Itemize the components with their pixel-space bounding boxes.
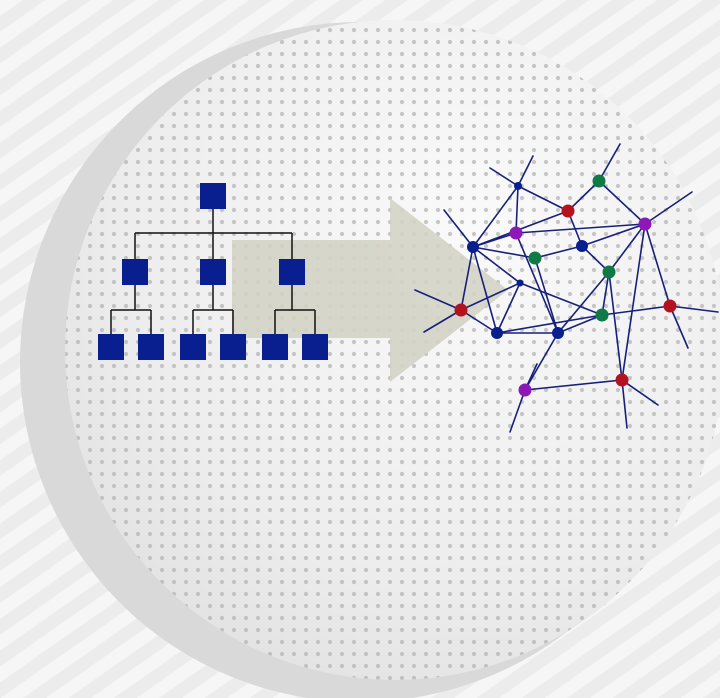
network-node-red: [454, 303, 468, 317]
network-edge: [608, 271, 623, 381]
tree-leaf-node: [220, 334, 246, 360]
network-edge: [472, 246, 536, 259]
network-edge-dangling: [669, 305, 689, 349]
network-edge: [644, 223, 671, 307]
network-edge-dangling: [621, 379, 659, 406]
network-node-purple: [638, 217, 652, 231]
network-edge: [621, 223, 646, 381]
network-node-navy: [576, 240, 588, 252]
network-edge: [519, 282, 603, 316]
tree-middle-node: [279, 259, 305, 285]
network-node-red: [663, 299, 677, 313]
network-node-navy: [491, 327, 503, 339]
network-edge: [460, 309, 498, 334]
network-edge-dangling: [621, 379, 628, 429]
network-node-navy: [514, 182, 522, 190]
network-edge: [515, 232, 559, 334]
network-edge: [496, 282, 521, 334]
network-edge: [515, 185, 519, 234]
network-edge: [496, 314, 603, 334]
network-edge: [472, 185, 519, 248]
network-edge: [601, 305, 671, 316]
network-node-red: [615, 373, 629, 387]
network-node-green: [528, 251, 542, 265]
network-edge: [581, 223, 646, 247]
network-edge: [608, 223, 646, 273]
network-edge-dangling: [489, 167, 519, 187]
tree-middle-node: [200, 259, 226, 285]
network-node-navy: [552, 327, 564, 339]
network-edge: [567, 180, 600, 212]
network-edge: [524, 379, 623, 391]
network-edge: [534, 257, 559, 334]
tree-leaf-node: [302, 334, 328, 360]
tree-middle-node: [122, 259, 148, 285]
network-edge: [557, 314, 603, 334]
network-edge-dangling: [443, 209, 474, 248]
tree-leaf-node: [138, 334, 164, 360]
network-node-purple: [518, 383, 532, 397]
network-edge-dangling: [598, 143, 621, 182]
network-edge: [598, 180, 646, 225]
network-edge-dangling: [414, 289, 462, 311]
tree-leaf-node: [262, 334, 288, 360]
network-edge-dangling: [669, 305, 719, 313]
network-node-green: [595, 308, 609, 322]
network-edge: [524, 332, 559, 391]
network-edge: [460, 282, 521, 311]
network-edge-dangling: [509, 389, 526, 433]
network-edge: [472, 246, 498, 334]
network-node-navy: [467, 241, 479, 253]
sphere: [20, 20, 720, 698]
network-node-green: [602, 265, 616, 279]
network-edge: [472, 246, 521, 284]
network-edge-dangling: [644, 191, 693, 225]
network-edge: [557, 271, 610, 334]
network-node-red: [561, 204, 575, 218]
network-edge: [515, 223, 646, 234]
network-node-green: [592, 174, 606, 188]
network-edge: [601, 271, 610, 316]
transition-arrow: [232, 198, 508, 382]
network-edge-dangling: [517, 155, 534, 187]
tree-root-node: [200, 183, 226, 209]
network-edge: [460, 246, 474, 311]
network-node-navy: [516, 279, 524, 287]
hierarchy-tree: [98, 183, 328, 360]
network-graph: [414, 143, 719, 433]
network-edge-dangling: [423, 309, 462, 333]
network-node-purple: [509, 226, 523, 240]
network-edge: [517, 185, 569, 212]
network-edge: [534, 245, 583, 259]
tree-leaf-node: [180, 334, 206, 360]
tree-leaf-node: [98, 334, 124, 360]
